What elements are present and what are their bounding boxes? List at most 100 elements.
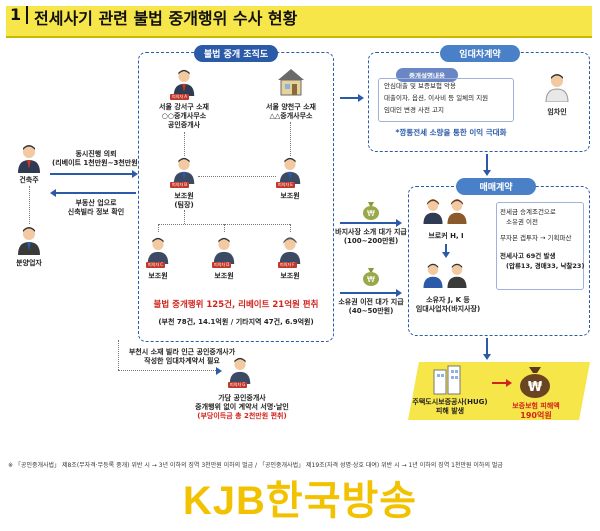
seller-label: 분양업자 [16,259,42,267]
fee1-label-2: (100~200만원) [343,237,399,245]
suspect-b-role-sub: (팀장) [174,201,194,209]
org-summary-sub: (부천 78건, 14.1억원 / 기타지역 47건, 6.9억원) [158,318,314,326]
fake-need-line-1: 부천시 소재 빌라 인근 공인중개사가 [128,348,236,356]
lease-item-3: 임대인 변경 사전 고지 [384,106,445,114]
b-to-e-link [198,176,276,177]
lower-arrow-line [56,192,136,194]
broker-person-icon-2 [447,199,467,224]
page-title: 전세사기 관련 불법 중개행위 수사 현황 [34,9,298,28]
suspect-f-person-icon [279,237,301,264]
office-a-person-icon [173,69,195,96]
brokers-to-owners-arrowhead [442,252,450,258]
suspect-e-role: 보조원 [280,192,300,200]
title-separator [26,6,28,24]
f-link [290,224,291,232]
suspect-d-tag: 피의자 D [212,262,232,268]
lower-arrow-label-1: 부동산 업으로 [75,199,117,207]
suspect-b-person-icon [173,157,195,184]
upper-arrow-line [50,173,132,175]
fee1-label-1: 바지사장 소개 대가 지급 [335,228,407,236]
sale-to-hug-arrow [486,338,488,354]
suspect-d-person-icon [213,237,235,264]
office-a-line-2: ○○중개사무소 [161,112,207,120]
suspect-g-tag: 피의자 G [228,382,248,388]
hug-building-icon [433,365,461,395]
fee2-label-2: (40~50만원) [348,307,394,315]
lease-item-2: 대출이자, 옵션, 이사비 등 일체의 지원 [384,94,489,102]
loss-money-bag-icon: ₩ [520,367,550,398]
lower-arrow-head [50,189,56,197]
suspect-a-tag: 피의자 A [170,94,190,100]
d-link [224,224,225,232]
title-bar [6,6,592,36]
lease-to-sale-arrowhead [483,170,491,176]
title-number: 1 [10,5,22,24]
owners-label-2: 임대사업자(바지사장) [415,305,481,313]
office-b-line-2: △△중개사무소 [269,112,313,120]
suspect-g-person-icon [229,357,251,384]
fake-link-vertical [118,340,119,370]
owners-label-1: 소유자 J, K 등 [426,296,470,304]
office-b-building-icon [278,69,304,96]
sale-box [408,186,590,336]
fake-role-1: 가담 공인중개사 [218,394,266,402]
owner-person-icon-2 [447,263,467,288]
fake-role-2: 중개행위 없이 계약서 서명·날인 [195,403,289,411]
owner-person-icon-1 [423,263,443,288]
brokers-to-owners-arrow [445,244,447,252]
builder-seller-link [29,186,30,224]
office-a-line-1: 서울 강서구 소재 [159,103,209,111]
builder-label: 건축주 [19,176,39,184]
title-underline [6,36,592,38]
tenant-label: 임차인 [547,108,567,116]
org-chart-label: 불법 중개 조직도 [194,45,278,62]
builder-person-icon [18,145,40,173]
sale-fraud-2: (압류13, 경매33, 낙찰23) [506,262,585,270]
lease-note: *깡통전세 소량을 통한 이익 극대화 [395,128,507,137]
suspect-b-tag: 피의자 B [170,182,190,188]
sale-items-box [496,202,584,290]
suspect-e-tag: 피의자 E [276,182,295,188]
lower-arrow-label-2: 신축빌라 정보 확인 [67,208,125,216]
org-to-lease-arrow [340,97,358,99]
hug-label-2: 피해 발생 [435,407,465,415]
suspect-c-tag: 피의자 C [146,262,166,268]
suspect-f-role: 보조원 [280,272,300,280]
upper-arrow-head [132,170,138,178]
fake-link-arrowhead [216,367,222,375]
fake-role-3: (부당이득금 총 2천만원 편취) [197,412,287,420]
hug-to-loss-arrowhead [506,379,512,387]
upper-arrow-label-2: (리베이트 1천만원~3천만원) [52,159,141,167]
sale-label: 매매계약 [456,178,536,195]
fake-link-horizontal [118,370,216,371]
sale-item-1: 전세금 승계조건으로 [500,208,556,216]
fee2-arrowhead [396,289,402,297]
loss-label-2: 190억원 [520,411,552,420]
lease-item-1: 안심대출 및 보증보험 악용 [384,82,456,90]
suspect-e-person-icon [279,157,301,184]
c-link [158,224,159,232]
suspect-d-role: 보조원 [214,272,234,280]
suspect-c-person-icon [147,237,169,264]
fee1-arrow [340,222,396,224]
money-bag-icon-2: ₩ [363,268,379,286]
svg-text:₩: ₩ [528,380,543,395]
office-a-line-3: 공인중개사 [167,121,201,129]
fee1-arrowhead [396,219,402,227]
hug-to-loss-arrow [492,382,506,384]
org-chart-box [138,52,334,342]
org-summary-main: 불법 중개행위 125건, 리베이트 21억원 편취 [153,300,319,310]
sale-fraud-1: 전세사고 69건 발생 [500,252,556,260]
broker-person-icon-1 [423,199,443,224]
seller-person-icon [18,227,40,255]
org-to-lease-arrowhead [358,94,364,102]
svg-text:₩: ₩ [367,275,375,284]
loss-label-1: 보증보험 피해액 [512,402,560,410]
suspect-c-role: 보조원 [148,272,168,280]
fake-need-line-2: 작성한 임대차계약서 필요 [144,357,220,365]
suspect-f-tag: 피의자 F [278,262,297,268]
legal-footnote: ※ 「공인중개사법」 제8조(무자격·무등록 중개) 위반 시 → 3년 이하의… [8,462,503,469]
lease-to-sale-arrow [486,154,488,170]
lease-items-box [378,78,514,122]
upper-arrow-label-1: 동시진행 의뢰 [75,150,117,158]
